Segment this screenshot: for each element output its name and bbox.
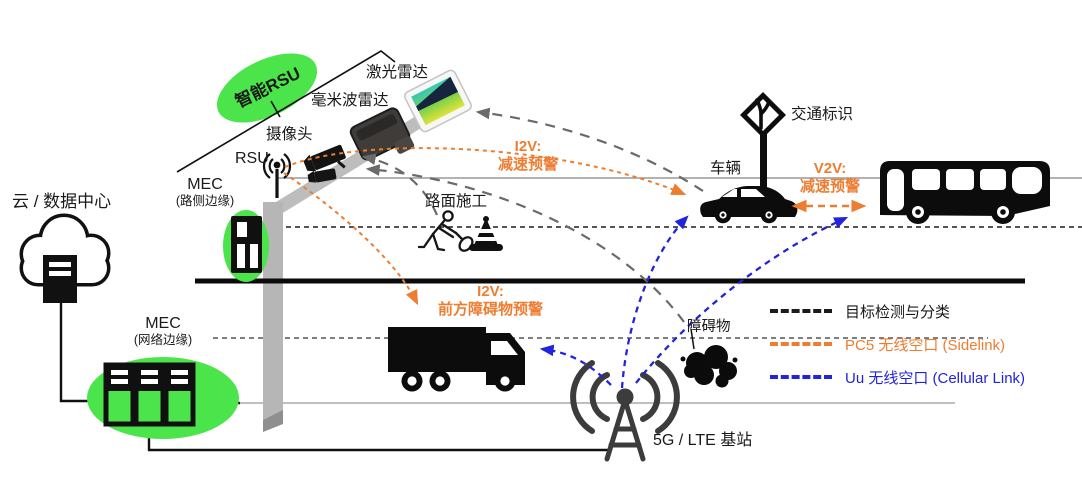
legend-item-pc5: PC5 无线空口 (Sidelink) xyxy=(770,333,1025,355)
cloud-icon xyxy=(19,213,111,303)
mec-network-title: MEC xyxy=(145,315,181,332)
smart-rsu-ellipse xyxy=(216,53,318,123)
mec-network-node xyxy=(87,357,239,439)
lidar-label: 激光雷达 xyxy=(366,64,429,81)
mmwave-label: 毫米波雷达 xyxy=(311,92,389,109)
legend-item-uu: Uu 无线空口 (Cellular Link) xyxy=(770,366,1025,388)
lidar-icon xyxy=(404,69,472,133)
v2v-slow-warning-label: V2V: 减速预警 xyxy=(782,160,878,197)
bus-icon xyxy=(880,161,1050,224)
base-station-icon xyxy=(570,360,680,462)
vehicle-label: 车辆 xyxy=(710,160,742,177)
detection-curves xyxy=(361,107,704,323)
mec-roadside-subtitle: (路侧边缘) xyxy=(175,194,235,209)
camera-icon xyxy=(303,144,346,183)
obstacle-pointer-line xyxy=(690,328,695,350)
pc5-curves xyxy=(283,147,867,306)
legend-pc5-label: PC5 无线空口 (Sidelink) xyxy=(845,336,1006,354)
mec-roadside-label: MEC (路侧边缘) xyxy=(160,176,250,209)
uu-curves xyxy=(539,215,849,389)
mec-network-subtitle: (网络边缘) xyxy=(133,333,193,348)
camera-label: 摄像头 xyxy=(266,126,313,143)
traffic-sign-label: 交通标识 xyxy=(791,106,854,123)
legend-item-detection: 目标检测与分类 xyxy=(770,300,1025,322)
truck-icon xyxy=(388,327,525,392)
obstacle-label: 障碍物 xyxy=(687,319,731,335)
legend: 目标检测与分类 PC5 无线空口 (Sidelink) Uu 无线空口 (Cel… xyxy=(770,300,1025,399)
cloud-label: 云 / 数据中心 xyxy=(12,192,112,211)
mec-roadside-node xyxy=(223,210,269,282)
i2v-slow-line1: I2V: xyxy=(514,138,542,155)
road-worker-icon xyxy=(417,210,474,252)
black-dash-sample xyxy=(770,309,832,313)
blue-dash-sample xyxy=(770,375,832,379)
mec-network-label: MEC (网络边缘) xyxy=(118,315,208,348)
i2v-obstacle-line1: I2V: xyxy=(477,283,504,300)
i2v-slow-line2: 减速预警 xyxy=(497,156,558,174)
legend-uu-label: Uu 无线空口 (Cellular Link) xyxy=(845,369,1026,387)
construction-label: 路面施工 xyxy=(425,193,488,210)
car-icon xyxy=(700,186,798,224)
rsu-antenna-icon xyxy=(262,153,292,198)
cloud-server-icon xyxy=(43,255,77,303)
traffic-sign-icon xyxy=(740,92,786,192)
mec-roadside-title: MEC xyxy=(187,176,223,193)
i2v-slow-warning-label: I2V: 减速预警 xyxy=(458,138,598,175)
mmwave-radar-icon xyxy=(349,107,415,161)
obstacle-icon xyxy=(680,345,738,388)
v2v-line2: 减速预警 xyxy=(799,178,860,196)
v2v-line1: V2V: xyxy=(813,160,847,177)
i2v-obstacle-line2: 前方障碍物预警 xyxy=(437,301,543,319)
orange-dash-sample xyxy=(770,342,832,346)
base-station-label: 5G / LTE 基站 xyxy=(653,432,753,449)
traffic-cone-icon xyxy=(469,216,503,251)
i2v-obstacle-warning-label: I2V: 前方障碍物预警 xyxy=(408,283,573,320)
smart-rsu-bracket xyxy=(176,50,396,173)
legend-detection-label: 目标检测与分类 xyxy=(845,303,951,321)
rsu-label: RSU xyxy=(235,150,269,167)
